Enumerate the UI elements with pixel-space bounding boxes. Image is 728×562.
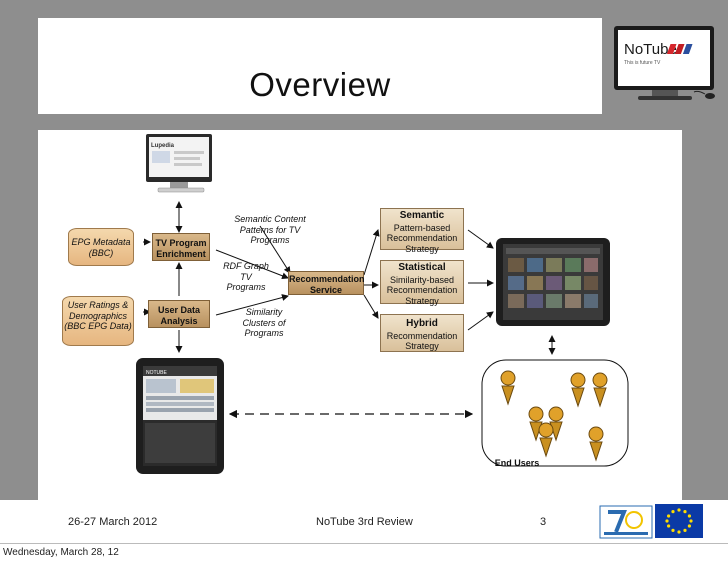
similarity-clusters-label: Similarity Clusters of Programs	[242, 307, 286, 338]
rdf-graph-label: RDF Graph TV Programs	[223, 261, 269, 292]
slide-title: Overview	[249, 66, 391, 103]
user-group-icon	[500, 370, 608, 462]
slide-footer: 26-27 March 2012 NoTube 3rd Review 3	[0, 500, 728, 543]
fp7-logo-icon	[599, 505, 653, 539]
tablet-portrait-icon: NOTUBE	[136, 358, 224, 474]
footer-page-number: 3	[540, 516, 547, 528]
monitor-icon: Lupedia	[146, 134, 212, 193]
tablet-landscape-icon	[496, 238, 610, 326]
tablet-header-label: NOTUBE	[146, 370, 168, 376]
semantic-content-label: Semantic Content Patterns for TV Program…	[234, 214, 306, 245]
user-ratings-source: User Ratings & Demographics (BBC EPG Dat…	[62, 296, 134, 346]
epg-metadata-source: EPG Metadata (BBC)	[68, 228, 134, 266]
end-users-label: End Users	[494, 458, 540, 468]
recommendation-service-box: Recommendation Service	[288, 271, 365, 295]
diagram-area: Lupedia	[38, 130, 682, 500]
monitor-app-label: Lupedia	[151, 143, 175, 149]
logo-name: NoTube	[624, 41, 677, 58]
eu-flag-icon	[655, 504, 703, 538]
tv-logo-icon: NoTube This is future TV	[614, 26, 715, 100]
footer-review: NoTube 3rd Review	[316, 516, 413, 528]
slide-header: Overview	[38, 18, 602, 114]
footer-date: 26-27 March 2012	[68, 516, 158, 528]
tv-program-enrichment-box: TV Program Enrichment	[152, 233, 210, 261]
notube-logo: NoTube This is future TV	[602, 18, 728, 114]
date-bar: Wednesday, March 28, 12	[0, 543, 728, 562]
user-data-analysis-box: User Data Analysis	[148, 300, 210, 328]
diagram-connectors: Lupedia	[136, 134, 629, 474]
date-bar-text: Wednesday, March 28, 12	[3, 547, 119, 558]
logo-tagline: This is future TV	[624, 60, 661, 66]
